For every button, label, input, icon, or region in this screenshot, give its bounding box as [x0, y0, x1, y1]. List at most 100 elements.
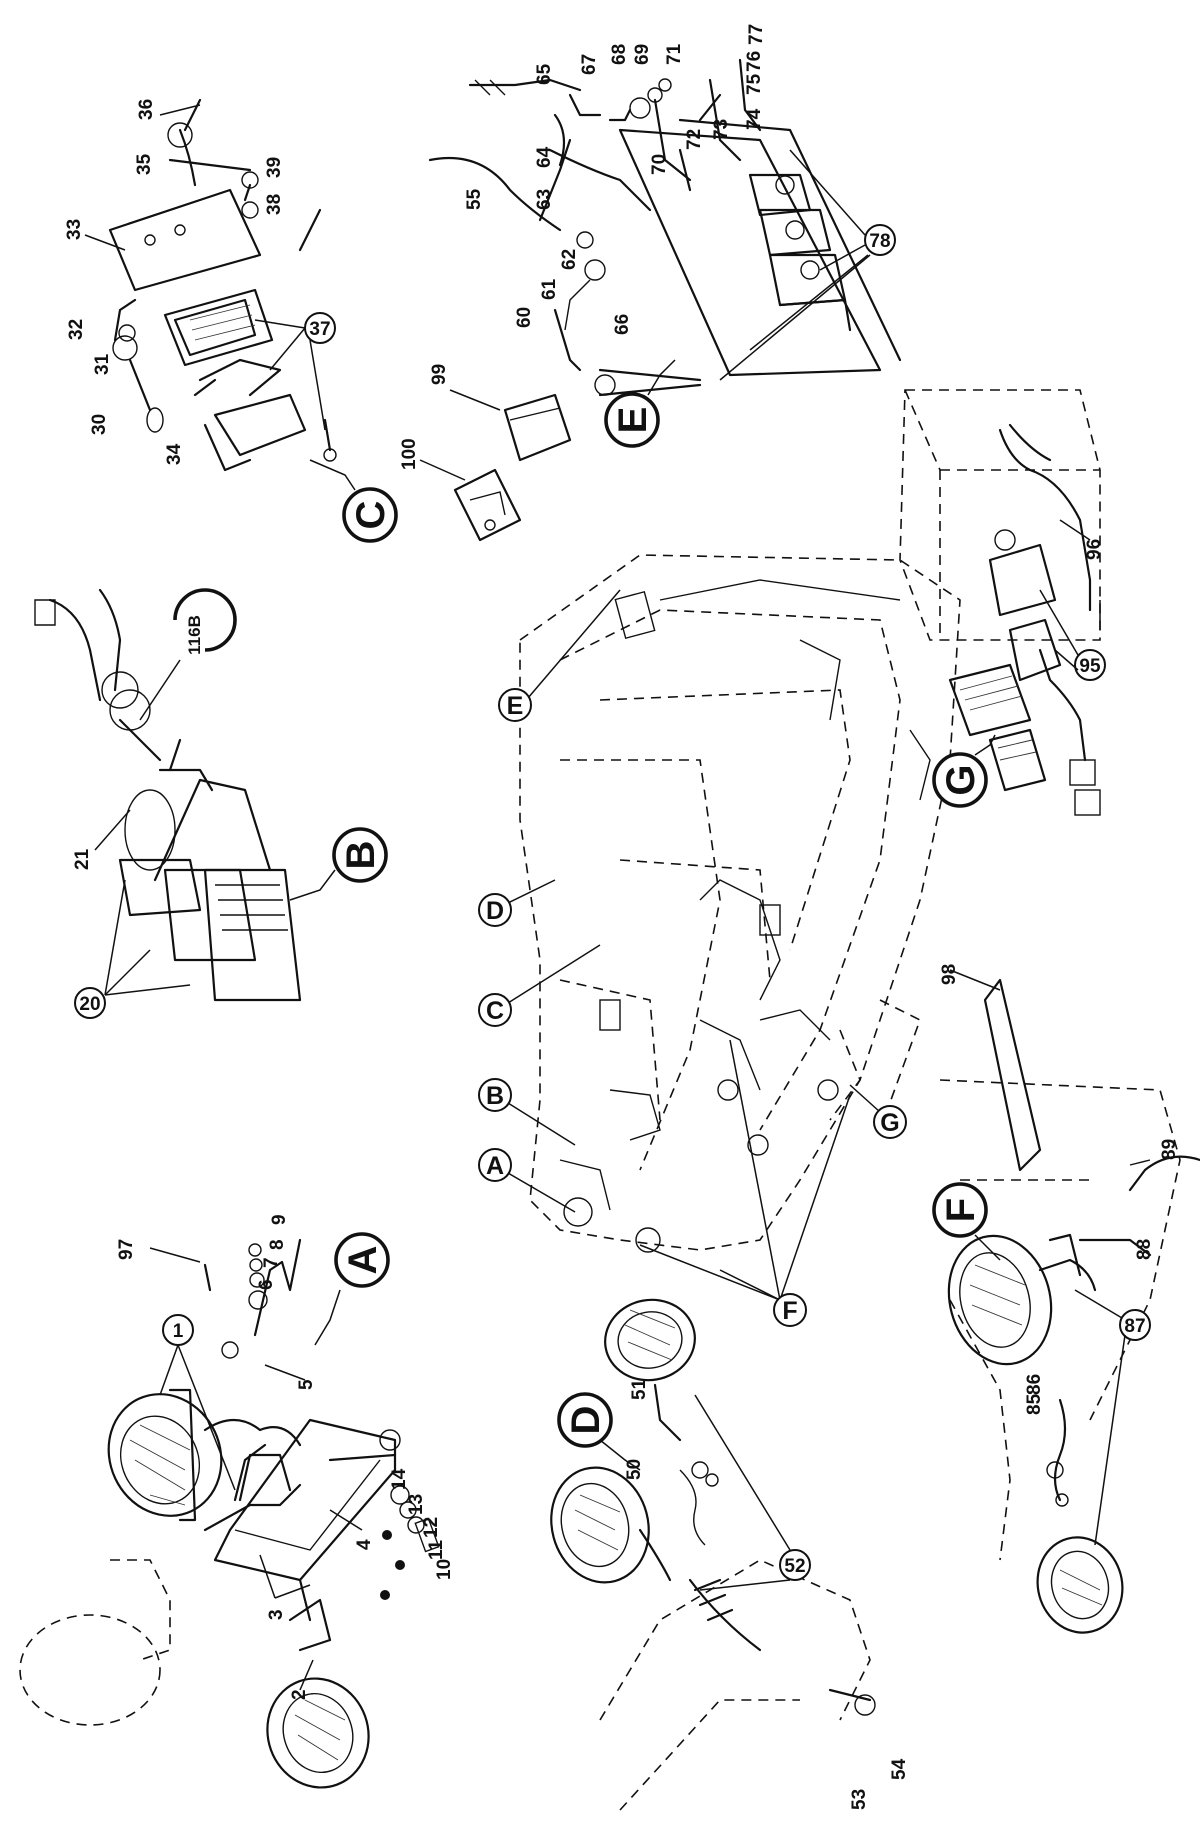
svg-text:51: 51	[629, 1378, 650, 1400]
svg-text:72: 72	[684, 129, 705, 150]
group-E-callout[interactable]: E	[604, 359, 676, 448]
svg-text:50: 50	[624, 1459, 645, 1480]
svg-text:7: 7	[261, 1257, 282, 1268]
svg-text:38: 38	[264, 194, 285, 215]
group-E-light-bar	[428, 58, 902, 397]
svg-text:10: 10	[434, 1559, 455, 1580]
svg-text:E: E	[611, 407, 655, 434]
svg-text:13: 13	[406, 1494, 427, 1515]
svg-text:95: 95	[1079, 656, 1101, 677]
svg-text:53: 53	[849, 1789, 870, 1810]
svg-text:9: 9	[269, 1214, 290, 1225]
group-C-tail-lamp	[108, 98, 337, 472]
group-B-labels: 20 21	[72, 809, 191, 1019]
svg-text:11: 11	[426, 1539, 447, 1560]
svg-text:97: 97	[116, 1239, 137, 1260]
svg-text:74: 74	[744, 108, 765, 130]
svg-text:30: 30	[89, 414, 110, 435]
group-F-rear-work-lamps	[939, 978, 1200, 1634]
group-B-callout[interactable]: B	[289, 827, 388, 901]
body-callout-D[interactable]: D	[478, 879, 556, 927]
svg-text:64: 64	[534, 146, 555, 168]
ref-116B-callout[interactable]: 116B	[139, 588, 237, 721]
svg-text:98: 98	[939, 964, 960, 985]
svg-text:85: 85	[1024, 1393, 1045, 1415]
group-D-callout[interactable]: D	[557, 1392, 641, 1471]
group-A-front-work-lamps	[19, 1238, 440, 1789]
svg-text:C: C	[349, 501, 393, 530]
group-C-labels: 30 31 32 33 34 35 36 37 38 39	[64, 99, 336, 465]
svg-text:34: 34	[164, 443, 185, 465]
group-A-callout[interactable]: A	[314, 1232, 390, 1346]
svg-text:A: A	[486, 1152, 504, 1180]
body-callout-C[interactable]: C	[478, 944, 601, 1027]
svg-text:31: 31	[92, 353, 113, 375]
svg-text:52: 52	[784, 1556, 805, 1577]
svg-text:D: D	[486, 897, 504, 925]
svg-text:67: 67	[579, 54, 600, 75]
body-callout-F[interactable]: F	[639, 1039, 851, 1327]
group-G-indicator-lamps	[899, 389, 1101, 816]
svg-text:63: 63	[534, 189, 555, 210]
svg-text:75: 75	[744, 73, 765, 95]
svg-text:71: 71	[664, 43, 685, 65]
svg-text:F: F	[782, 1297, 797, 1325]
group-F-labels: 85 86 87 88 89 98	[939, 964, 1180, 1546]
svg-text:65: 65	[534, 63, 555, 85]
body-callout-E[interactable]: E	[498, 589, 621, 722]
svg-text:69: 69	[632, 44, 653, 65]
body-callout-B[interactable]: B	[478, 1078, 576, 1146]
svg-text:33: 33	[64, 219, 85, 240]
svg-text:B: B	[486, 1082, 504, 1110]
svg-text:3: 3	[266, 1609, 287, 1620]
svg-text:78: 78	[869, 231, 890, 252]
group-D-labels: 50 51 52 53 54	[624, 1378, 910, 1810]
svg-text:35: 35	[134, 153, 155, 175]
svg-text:12: 12	[421, 1517, 442, 1538]
svg-text:C: C	[486, 997, 504, 1025]
svg-text:116B: 116B	[185, 615, 204, 655]
svg-text:68: 68	[609, 44, 630, 65]
group-G-callout[interactable]: G	[932, 734, 996, 808]
svg-text:88: 88	[1134, 1239, 1155, 1260]
svg-text:99: 99	[429, 364, 450, 385]
svg-text:E: E	[507, 692, 524, 720]
svg-text:39: 39	[264, 157, 285, 178]
svg-text:77: 77	[746, 24, 767, 45]
svg-text:54: 54	[889, 1758, 910, 1780]
svg-text:20: 20	[79, 994, 100, 1015]
body-callout-G[interactable]: G	[849, 1084, 907, 1139]
svg-text:F: F	[939, 1198, 983, 1222]
svg-text:21: 21	[72, 848, 93, 870]
group-C-callout[interactable]: C	[309, 459, 398, 543]
svg-text:6: 6	[256, 1279, 277, 1290]
svg-text:87: 87	[1124, 1316, 1145, 1337]
group-F-callout[interactable]: F	[932, 1182, 1001, 1261]
svg-text:61: 61	[539, 278, 560, 300]
svg-text:A: A	[341, 1246, 385, 1275]
svg-text:55: 55	[464, 188, 485, 210]
group-E-labels: 55 60 61 62 63 64 65 66 67 68 69 70 71 7…	[464, 24, 896, 381]
svg-text:66: 66	[612, 314, 633, 335]
svg-text:60: 60	[514, 307, 535, 328]
svg-text:96: 96	[1084, 539, 1105, 560]
group-G-labels: 95 96	[1039, 519, 1106, 681]
svg-text:89: 89	[1159, 1139, 1180, 1160]
svg-text:86: 86	[1024, 1374, 1045, 1395]
svg-text:1: 1	[173, 1321, 184, 1342]
svg-text:G: G	[939, 764, 983, 795]
svg-text:62: 62	[559, 249, 580, 270]
svg-text:76: 76	[744, 51, 765, 72]
svg-text:32: 32	[66, 319, 87, 340]
svg-text:2: 2	[289, 1689, 310, 1700]
beacon-parts-99-100: 99 100	[399, 364, 572, 542]
svg-text:D: D	[564, 1406, 608, 1435]
svg-text:36: 36	[136, 99, 157, 120]
svg-text:70: 70	[649, 154, 670, 175]
body-callout-A[interactable]: A	[478, 1148, 576, 1213]
tractor-body-outline	[519, 554, 961, 1253]
svg-text:73: 73	[711, 119, 732, 140]
svg-text:B: B	[339, 841, 383, 870]
